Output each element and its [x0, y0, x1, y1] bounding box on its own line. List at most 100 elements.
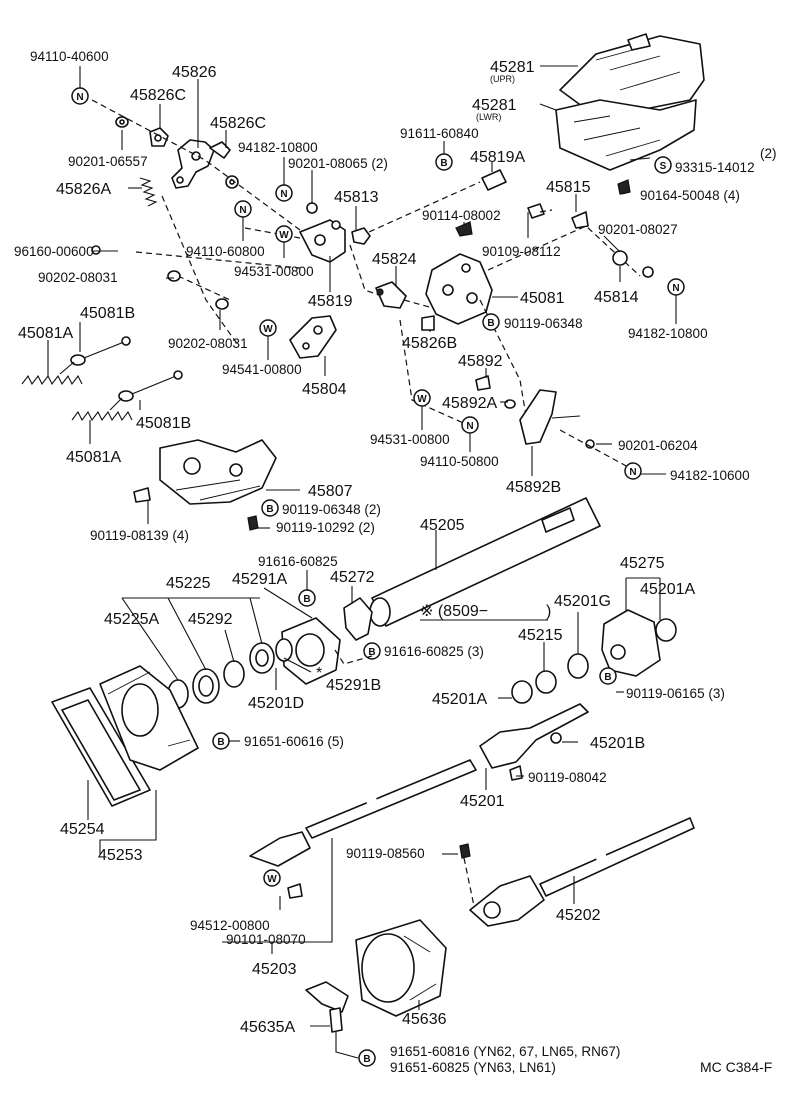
label-45813: 45813 — [334, 189, 379, 206]
nut-symbol-94110-60800: N — [234, 200, 252, 218]
part-45826C-clip — [209, 141, 231, 159]
label-45201A-b: 45201A — [432, 691, 487, 708]
label-90201-06204: 90201-06204 — [618, 438, 698, 453]
label-45824: 45824 — [372, 251, 417, 268]
part-90202-08031-washer-b — [215, 298, 229, 310]
label-45892A: 45892A — [442, 395, 497, 412]
part-45804-bracket — [289, 315, 337, 359]
nut-symbol-94110-40600: N — [71, 87, 89, 105]
label-94182-10600: 94182-10600 — [670, 468, 750, 483]
part-45819-lever — [299, 219, 346, 263]
svg-text:N: N — [466, 421, 473, 432]
part-90114-08002-bolt — [455, 221, 473, 237]
label-94541-00800: 94541-00800 — [222, 362, 302, 377]
svg-text:N: N — [280, 189, 287, 200]
label-45201: 45201 — [460, 793, 505, 810]
part-45292-ring — [223, 660, 245, 688]
part-45291A-housing — [281, 617, 341, 685]
label-91616-60825-b: 91616-60825 (3) — [384, 644, 484, 659]
label-asterisk: * — [316, 665, 322, 682]
label-45892B: 45892B — [506, 479, 561, 496]
part-96160-00600-clip — [91, 245, 101, 255]
part-45819A-pin — [481, 169, 507, 191]
label-45826B: 45826B — [402, 335, 457, 352]
label-94512-00800: 94512-00800 — [190, 918, 270, 933]
part-45081A-spring-a — [21, 361, 83, 386]
washer-symbol-94531-00800-a: W — [275, 225, 293, 243]
bolt-symbol-91616-60825-a: B — [298, 589, 316, 607]
washer-symbol-94541-00800: W — [259, 319, 277, 337]
label-45081A-a: 45081A — [18, 325, 73, 342]
washer-symbol-94512-00800: W — [263, 869, 281, 887]
label-90109-08112: 90109-08112 — [482, 244, 561, 259]
label-45081A-b: 45081A — [66, 449, 121, 466]
part-45225-bearing — [192, 668, 220, 704]
part-45081-bracket — [425, 253, 493, 325]
part-45813-nut — [351, 227, 371, 245]
label-94182-10800-b: 94182-10800 — [628, 326, 708, 341]
bolt-symbol-90119-06348-b: B — [261, 499, 279, 517]
label-90119-06165: 90119-06165 (3) — [626, 686, 725, 701]
label-91651-60825: 91651-60825 (YN63, LN61) — [390, 1060, 556, 1075]
svg-text:N: N — [76, 92, 83, 103]
part-90101-08070-bolt — [287, 883, 303, 899]
label-45826C-a: 45826C — [130, 87, 186, 104]
part-45826C-nut — [149, 127, 169, 147]
bolt-symbol-91611-60840: B — [435, 153, 453, 171]
label-45201A-a: 45201A — [640, 581, 695, 598]
label-90202-08031-a: 90202-08031 — [38, 270, 118, 285]
label-45815: 45815 — [546, 179, 591, 196]
label-45272: 45272 — [330, 569, 375, 586]
label-upr: (UPR) — [490, 74, 515, 84]
part-45081B-rod-a — [70, 336, 131, 366]
label-45275: 45275 — [620, 555, 665, 572]
label-45281-lwr: 45281 — [472, 97, 517, 114]
label-90119-06348-b: 90119-06348 (2) — [282, 502, 381, 517]
label-45292: 45292 — [188, 611, 233, 628]
label-90201-08027: 90201-08027 — [598, 222, 678, 237]
label-90101-08070: 90101-08070 — [226, 932, 306, 947]
svg-text:B: B — [363, 1054, 370, 1065]
part-90119-08042-bolt — [509, 765, 523, 781]
washer-symbol-94531-00800-b: W — [413, 389, 431, 407]
label-45807: 45807 — [308, 483, 353, 500]
svg-text:N: N — [239, 205, 246, 216]
part-45254-gasket — [51, 687, 151, 807]
part-90119-08560-bolt — [459, 843, 471, 859]
svg-text:S: S — [660, 161, 667, 172]
svg-text:N: N — [629, 467, 636, 478]
part-45253-plate — [99, 665, 199, 771]
label-90114-08002: 90114-08002 — [422, 208, 501, 223]
part-90119-08139-bolt — [133, 487, 151, 503]
svg-text:W: W — [267, 874, 277, 885]
part-45892-bolt — [475, 375, 491, 391]
svg-text:B: B — [266, 504, 273, 515]
part-90201-06204-washer — [585, 439, 595, 449]
label-90119-08560: 90119-08560 — [346, 846, 425, 861]
label-90164-50048: 90164-50048 (4) — [640, 188, 740, 203]
label-45819A: 45819A — [470, 149, 525, 166]
part-45826-bracket — [171, 139, 215, 189]
label-45215: 45215 — [518, 627, 563, 644]
part-45281-upper-cover — [559, 33, 705, 113]
label-91611-60840: 91611-60840 — [400, 126, 479, 141]
label-91651-60616: 91651-60616 (5) — [244, 734, 344, 749]
label-90119-08042: 90119-08042 — [528, 770, 607, 785]
nut-symbol-94182-10600: N — [624, 462, 642, 480]
label-45254: 45254 — [60, 821, 105, 838]
part-45892A-washer — [504, 399, 516, 409]
part-45201D-ring — [249, 642, 275, 674]
part-45201B-ring — [550, 732, 562, 744]
label-90119-06348-a: 90119-06348 — [504, 316, 583, 331]
label-45253: 45253 — [98, 847, 143, 864]
label-45201B: 45201B — [590, 735, 645, 752]
part-45826A-spring — [139, 177, 158, 207]
label-45225A: 45225A — [104, 611, 159, 628]
label-94110-60800: 94110-60800 — [186, 244, 265, 259]
label-45291B: 45291B — [326, 677, 381, 694]
label-45814: 45814 — [594, 289, 639, 306]
svg-text:N: N — [672, 283, 679, 294]
bolt-symbol-90119-06165: B — [599, 667, 617, 685]
label-90119-08139: 90119-08139 (4) — [90, 528, 189, 543]
